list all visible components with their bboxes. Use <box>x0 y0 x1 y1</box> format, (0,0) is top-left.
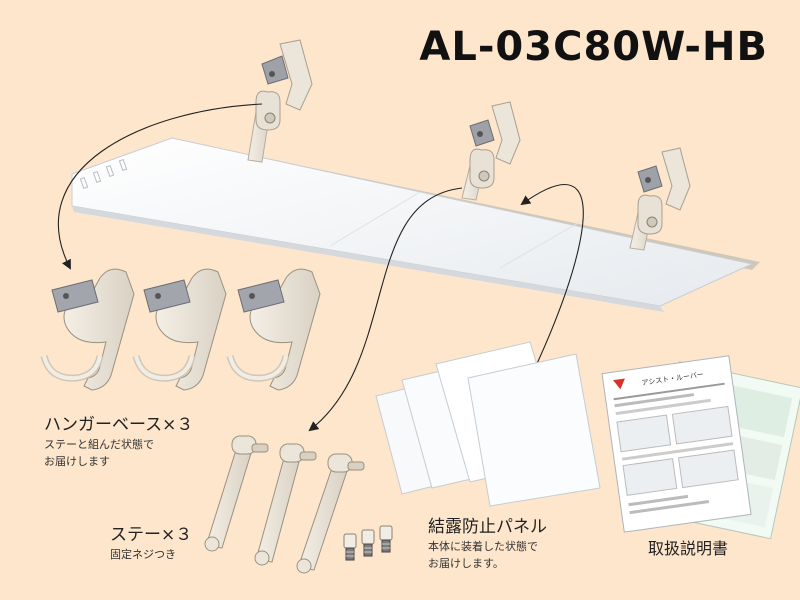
stay-name: ステー×３ <box>110 525 193 545</box>
screw-1 <box>343 533 357 561</box>
panel-name: 結露防止パネル <box>428 517 547 537</box>
manual-name: 取扱説明書 <box>648 539 729 558</box>
fixing-screws <box>343 525 393 561</box>
hanger-note-2: お届けします <box>44 455 110 468</box>
screw-3 <box>379 525 393 553</box>
condensation-panels <box>375 341 601 507</box>
arrow-to-stay <box>308 187 463 432</box>
hanger-name: ハンガーベース×３ <box>44 415 194 435</box>
louver-assembly <box>71 39 760 312</box>
panel-note-1: 本体に装着した状態で <box>428 540 538 553</box>
arrow-to-hanger <box>57 103 263 270</box>
hanger-base-2 <box>132 268 227 391</box>
model-number: AL-03C80W-HB <box>419 24 768 70</box>
attached-stay-1 <box>247 39 313 163</box>
hanger-label: ハンガーベース×３ ステーと組んだ状態で お届けします <box>44 414 193 470</box>
manual-front-sheet: アシスト・ルーバー <box>601 355 752 533</box>
stay-3 <box>296 453 365 574</box>
panel-note-2: お届けします。 <box>428 557 504 570</box>
attached-stay-3 <box>629 147 691 251</box>
manual-label: 取扱説明書 <box>648 538 728 560</box>
stay-2 <box>254 443 317 566</box>
louver-panel <box>71 137 754 307</box>
condensation-panel-4 <box>467 353 601 507</box>
hanger-note-1: ステーと組んだ状態で <box>44 438 154 451</box>
stay-label: ステー×３ 固定ネジつき <box>110 524 192 563</box>
louver-edge <box>72 206 664 312</box>
hanger-base-1 <box>40 268 135 391</box>
loose-stays <box>204 435 365 574</box>
vent-slots <box>79 158 128 190</box>
hanger-base-3 <box>226 268 321 391</box>
attached-stay-2 <box>461 101 521 201</box>
screw-2 <box>361 529 375 557</box>
stay-note: 固定ネジつき <box>110 548 176 561</box>
instruction-manual: アシスト・ルーバー <box>601 355 800 540</box>
panel-label: 結露防止パネル 本体に装着した状態で お届けします。 <box>428 516 547 572</box>
stay-1 <box>204 435 269 552</box>
hanger-bases <box>40 268 321 391</box>
